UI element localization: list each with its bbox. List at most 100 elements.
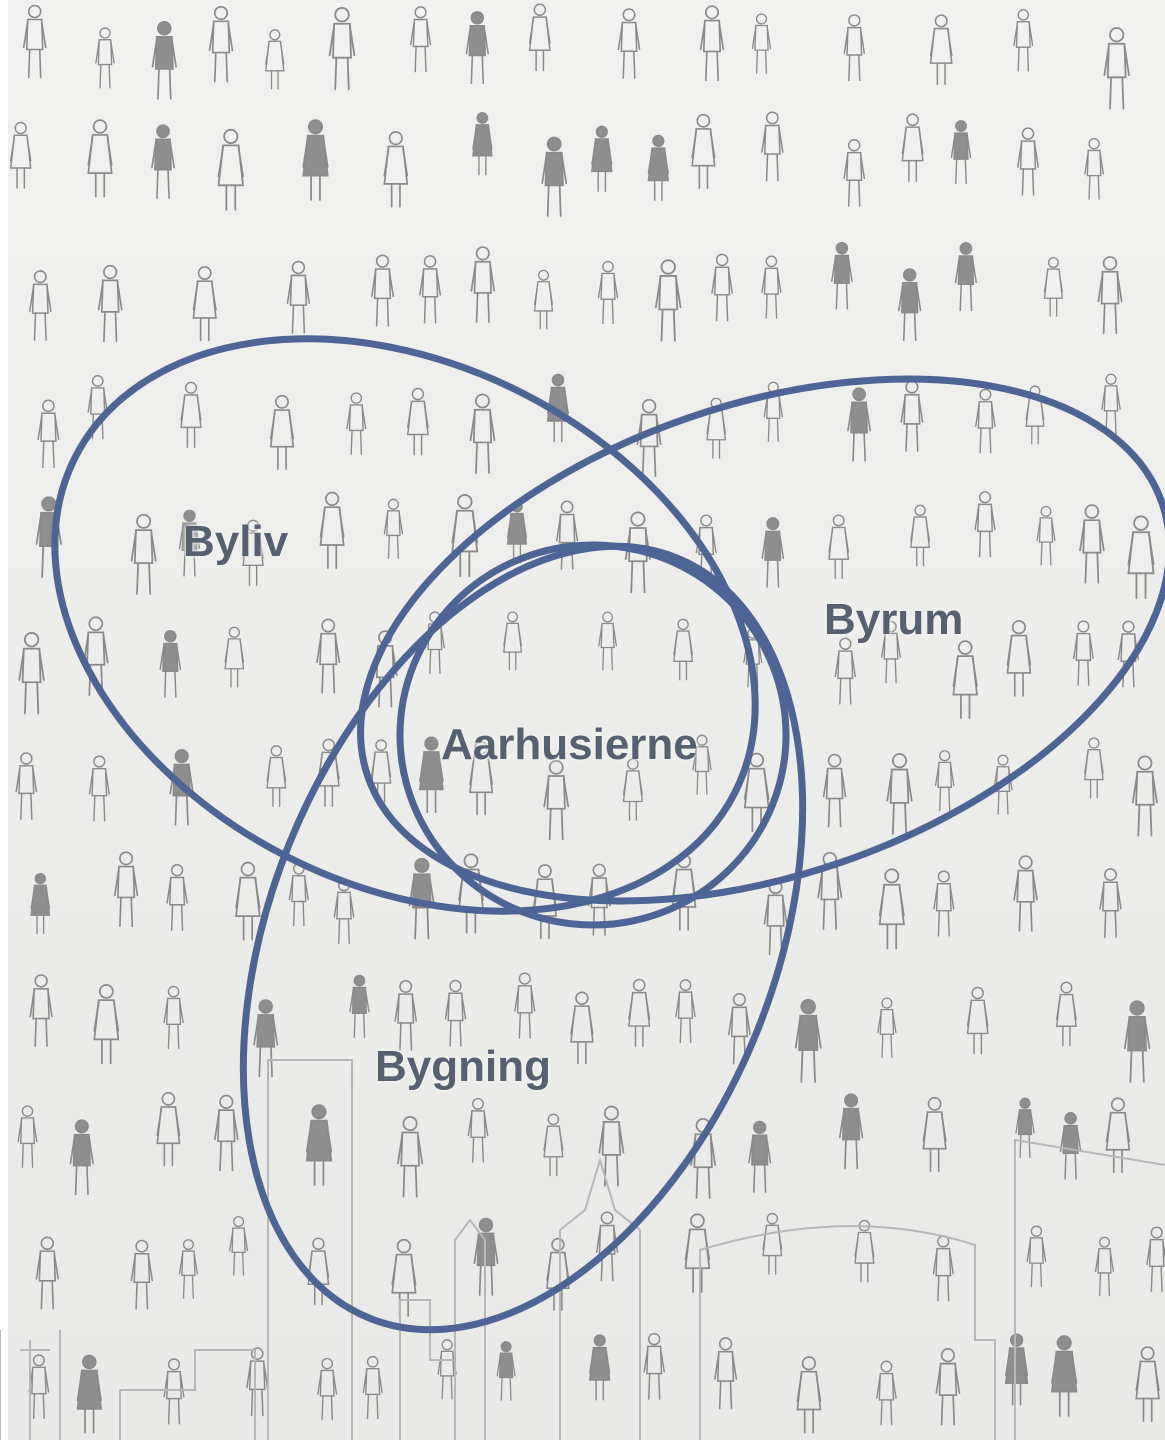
person-figure	[556, 500, 579, 570]
person-figure	[1105, 1097, 1131, 1174]
person-figure	[591, 125, 613, 192]
person-figure	[876, 1360, 897, 1426]
person-figure	[711, 253, 733, 322]
person-figure	[628, 978, 651, 1048]
person-figure	[843, 14, 866, 82]
ellipse-byliv	[51, 335, 759, 915]
person-figure	[383, 131, 409, 208]
label-bygning: Bygning	[375, 1042, 551, 1091]
person-figure	[130, 513, 157, 595]
person-figure	[598, 611, 618, 671]
person-figure	[617, 8, 641, 79]
person-figure	[794, 998, 822, 1083]
person-figure	[647, 134, 670, 202]
person-figure	[761, 111, 784, 182]
person-figure	[532, 864, 558, 940]
person-figure	[1017, 127, 1039, 196]
people-illustration-background	[9, 3, 1165, 1434]
person-figure	[437, 1339, 457, 1400]
person-figure	[952, 640, 978, 720]
person-figure	[93, 984, 120, 1065]
person-figure	[929, 14, 953, 86]
left-margin-strip	[0, 0, 8, 1440]
person-figure	[714, 1337, 738, 1410]
person-figure	[751, 13, 772, 74]
person-figure	[886, 753, 913, 835]
person-figure	[898, 268, 922, 342]
person-figure	[543, 1113, 564, 1177]
person-figure	[675, 979, 696, 1044]
person-figure	[1072, 620, 1094, 686]
person-figure	[1059, 1112, 1082, 1180]
person-figure	[934, 750, 955, 812]
person-figure	[163, 1358, 185, 1425]
person-figure	[18, 632, 45, 715]
person-figure	[595, 1211, 619, 1282]
ellipse-byrum	[357, 375, 1165, 905]
person-figure	[29, 974, 53, 1048]
person-figure	[684, 1213, 711, 1293]
person-figure	[831, 241, 853, 310]
person-figure	[1055, 981, 1077, 1047]
person-figure	[22, 4, 47, 79]
person-figure	[28, 270, 52, 341]
person-figure	[180, 381, 202, 448]
person-figure	[546, 1237, 570, 1311]
person-figure	[319, 491, 345, 569]
person-figure	[588, 1334, 611, 1401]
person-figure	[28, 1354, 50, 1420]
person-figure	[1026, 1225, 1047, 1288]
person-figure	[822, 753, 847, 828]
person-figure	[901, 113, 924, 182]
person-figure	[265, 29, 285, 90]
person-figure	[163, 985, 184, 1050]
person-figure	[37, 399, 60, 468]
person-figure	[97, 264, 123, 343]
person-figure	[1050, 1335, 1078, 1417]
person-figure	[362, 1355, 383, 1420]
person-figure	[253, 999, 279, 1078]
person-figure	[370, 739, 392, 803]
person-figure	[178, 509, 201, 577]
person-figure	[843, 139, 866, 207]
person-figure	[838, 1093, 864, 1170]
person-figure	[467, 1097, 489, 1163]
person-figure	[408, 857, 435, 940]
person-figure	[349, 974, 370, 1039]
person-figure	[1101, 373, 1121, 435]
person-figure	[95, 27, 115, 89]
person-figure	[130, 1239, 154, 1310]
person-figure	[469, 741, 494, 816]
person-figure	[397, 1116, 424, 1198]
person-figure	[1131, 755, 1158, 837]
person-figure	[409, 6, 432, 73]
person-figure	[224, 626, 245, 688]
person-figure	[217, 128, 245, 211]
person-figure	[1015, 1097, 1035, 1159]
person-figure	[975, 388, 996, 454]
person-figure	[246, 1347, 269, 1417]
person-figure	[541, 136, 568, 217]
person-figure	[1006, 620, 1032, 697]
city-skyline-outline	[0, 1059, 1165, 1440]
person-figure	[933, 870, 955, 937]
person-figure	[673, 618, 694, 681]
person-figure	[910, 504, 931, 567]
person-figure	[570, 991, 594, 1065]
person-figure	[469, 393, 496, 474]
person-figure	[1043, 257, 1064, 317]
person-figure	[113, 851, 139, 928]
person-figure	[796, 1356, 822, 1434]
person-figure	[597, 260, 619, 325]
person-figure	[727, 992, 751, 1065]
person-figure	[269, 394, 295, 470]
person-figure	[9, 121, 32, 189]
person-figure	[654, 259, 682, 342]
person-figure	[242, 519, 264, 586]
person-figure	[543, 759, 570, 841]
person-figure	[974, 491, 996, 558]
person-figure	[932, 1235, 954, 1302]
person-figure	[1004, 1333, 1029, 1406]
person-figure	[266, 745, 287, 807]
